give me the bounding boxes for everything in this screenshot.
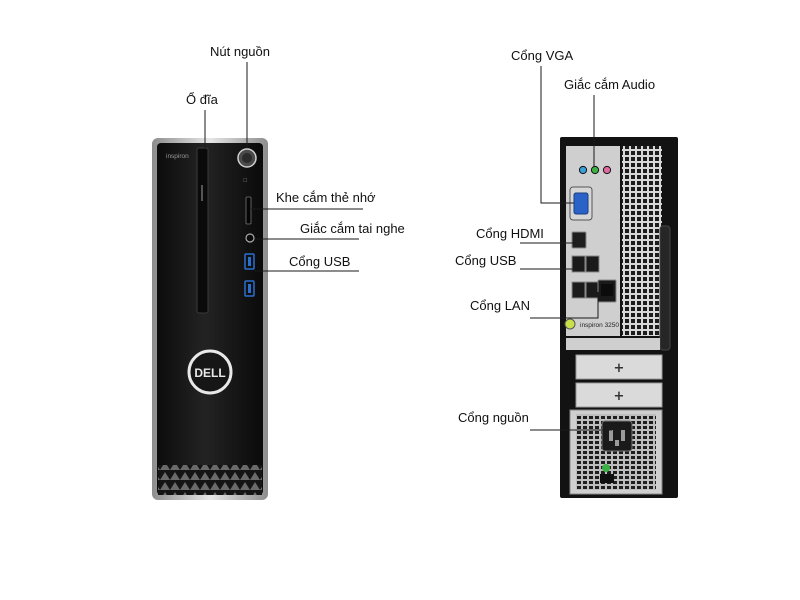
back-model-text: inspiron 3250 [580,322,619,329]
expansion-slot-1: + [575,354,663,380]
power-socket-icon [601,420,633,452]
power-button-icon[interactable] [237,148,257,168]
hdmi-port-icon [571,231,587,249]
front-brand-text: inspiron [166,153,189,160]
label-lan-port: Cổng LAN [470,298,530,313]
back-tower: inspiron 3250 + + [560,137,678,498]
svg-text:☐: ☐ [243,178,247,184]
label-card-reader: Khe cắm thẻ nhớ [276,190,376,205]
front-grill [158,465,262,495]
label-optical-drive: Ổ đĩa [186,92,218,107]
label-back-usb: Cổng USB [455,253,517,268]
vga-port-icon [569,186,593,221]
lan-port-icon [597,279,617,303]
label-hdmi-port: Cổng HDMI [476,226,544,241]
label-audio-jacks: Giắc cắm Audio [564,77,656,92]
indicator-icon [564,318,576,330]
card-reader-slot [245,196,252,225]
svg-text:DELL: DELL [194,366,225,380]
dell-logo: DELL [187,349,233,395]
front-tower: inspiron ☐ DELL [152,138,268,500]
svg-text:+: + [614,361,625,376]
back-usb-ports [571,255,600,299]
power-supply [569,409,663,495]
label-headphone-jack: Giắc cắm tai nghe [300,221,405,236]
optical-drive-slot [196,147,209,314]
label-front-usb: Cổng USB [289,254,351,269]
front-callout-lines [204,62,363,272]
audio-jacks [578,165,612,175]
headphone-jack-icon [245,233,255,243]
svg-text:+: + [614,389,625,404]
back-callout-lines [520,66,612,431]
label-power-port: Cổng nguồn [458,410,529,425]
label-vga-port: Cổng VGA [511,48,574,63]
expansion-slot-2: + [575,382,663,408]
label-power-button: Nút nguồn [210,44,270,59]
